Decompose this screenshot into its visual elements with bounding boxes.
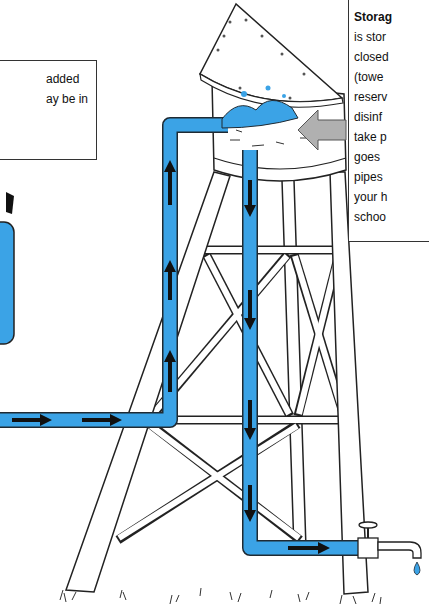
rivet xyxy=(261,35,264,38)
rivet xyxy=(245,19,248,22)
rivet xyxy=(281,53,284,56)
tank-water xyxy=(222,100,298,128)
flow-arrow xyxy=(164,160,176,205)
rivet xyxy=(289,97,292,100)
text-box: Storagis stor closed (towe reserv disinf… xyxy=(348,0,429,242)
grass-tufts xyxy=(60,588,381,604)
water-splash xyxy=(241,86,286,99)
rivet xyxy=(223,35,226,38)
flow-arrow xyxy=(12,414,52,426)
flow-arrow xyxy=(244,485,256,522)
outlet-pipe-outline xyxy=(250,150,360,548)
source-mark xyxy=(6,192,14,214)
callout-arrow xyxy=(298,110,346,150)
flow-arrows xyxy=(12,160,330,554)
box-heading: Storag xyxy=(354,7,429,27)
faucet-handle xyxy=(359,522,377,528)
flow-arrow xyxy=(244,400,256,440)
cross-brace xyxy=(118,424,298,540)
flow-arrow xyxy=(82,414,122,426)
rivet xyxy=(239,87,242,90)
cross-brace xyxy=(299,256,338,414)
flow-arrow xyxy=(244,290,256,330)
droplet xyxy=(266,86,271,91)
rivet xyxy=(229,21,232,24)
roof-rivets xyxy=(217,19,306,100)
water-drop xyxy=(414,562,420,575)
box-text: added ay be in xyxy=(46,69,92,109)
flow-arrow xyxy=(164,350,176,392)
back-leg xyxy=(282,180,306,550)
cross-brace xyxy=(151,426,299,538)
faucet-body xyxy=(358,538,378,558)
flow-arrow xyxy=(244,180,256,217)
faucet-stem xyxy=(367,527,369,538)
ring-brace xyxy=(205,247,340,253)
left-leg xyxy=(66,172,230,592)
outlet-pipe xyxy=(250,150,360,548)
inlet-pipe-outline xyxy=(0,125,228,420)
rivet xyxy=(217,49,220,52)
cross-brace xyxy=(119,426,297,538)
text-box: added ay be in xyxy=(0,60,97,160)
faucet-spout xyxy=(378,542,421,558)
droplet xyxy=(282,94,286,98)
ring-brace xyxy=(204,246,341,255)
tank-band xyxy=(214,158,346,169)
flow-arrow xyxy=(164,260,176,300)
flow-arrow xyxy=(288,542,330,554)
inlet-pipe xyxy=(0,125,228,420)
rivet xyxy=(303,73,306,76)
source-tank xyxy=(0,222,14,344)
droplet xyxy=(241,91,247,97)
box-text: is stor closed (towe reserv disinf take … xyxy=(354,27,402,227)
